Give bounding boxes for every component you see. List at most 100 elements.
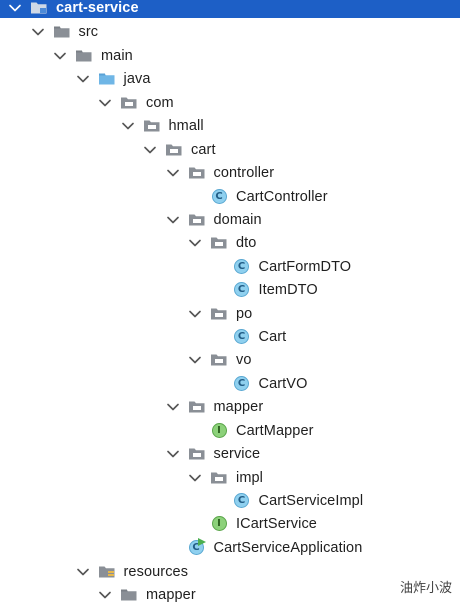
folder-icon	[120, 587, 138, 603]
tree-item-dto[interactable]: dto	[188, 231, 256, 254]
tree-item-domain[interactable]: domain	[166, 208, 262, 231]
tree-item-service[interactable]: service	[166, 442, 261, 465]
chevron-down-icon[interactable]	[166, 447, 180, 461]
tree-item-label: mapper	[213, 398, 264, 415]
tree-item-icartservice[interactable]: I ICartService	[188, 512, 317, 535]
module-folder-icon	[30, 0, 48, 16]
tree-item-label: mapper	[146, 586, 196, 603]
tree-item-hmall[interactable]: hmall	[121, 114, 204, 137]
tree-spacer	[211, 494, 225, 508]
chevron-down-icon[interactable]	[188, 353, 202, 367]
tree-spacer	[188, 424, 202, 438]
tree-item-main[interactable]: main	[53, 44, 133, 67]
tree-item-label: CartServiceApplication	[213, 539, 363, 556]
interface-icon: I	[210, 423, 228, 439]
chevron-down-icon[interactable]	[76, 565, 90, 579]
tree-item-label: main	[101, 47, 133, 64]
tree-item-impl[interactable]: impl	[188, 466, 263, 489]
chevron-down-icon[interactable]	[121, 119, 135, 133]
tree-item-cart[interactable]: C Cart	[211, 325, 287, 348]
spring-app-icon: C	[188, 537, 206, 556]
chevron-down-icon[interactable]	[8, 1, 22, 15]
tree-item-label: CartController	[236, 188, 328, 205]
class-icon: C	[233, 329, 251, 345]
chevron-down-icon[interactable]	[166, 166, 180, 180]
interface-icon: I	[210, 516, 228, 532]
tree-item-cartvo[interactable]: C CartVO	[211, 372, 308, 395]
tree-spacer	[211, 260, 225, 274]
tree-item-label: CartServiceImpl	[258, 492, 364, 509]
tree-item-label: dto	[236, 234, 257, 251]
chevron-down-icon[interactable]	[53, 49, 67, 63]
tree-item-label: hmall	[168, 117, 204, 134]
chevron-down-icon[interactable]	[188, 307, 202, 321]
tree-item-src[interactable]: src	[31, 20, 99, 43]
tree-spacer	[166, 541, 180, 555]
package-icon	[188, 212, 206, 228]
package-icon	[188, 165, 206, 181]
tree-item-cart[interactable]: cart	[143, 138, 216, 161]
tree-item-label: service	[213, 445, 261, 462]
tree-item-label: cart	[191, 141, 216, 158]
watermark: 油炸小波	[399, 580, 452, 595]
package-icon	[210, 235, 228, 251]
tree-item-cartserviceimpl[interactable]: C CartServiceImpl	[211, 489, 364, 512]
tree-item-label: src	[78, 23, 99, 40]
folder-icon	[75, 48, 93, 64]
package-icon	[210, 306, 228, 322]
tree-item-cartmapper[interactable]: I CartMapper	[188, 419, 314, 442]
package-icon	[188, 446, 206, 462]
selected-row-highlight	[0, 0, 460, 18]
package-icon	[165, 142, 183, 158]
chevron-down-icon[interactable]	[31, 25, 45, 39]
tree-item-controller[interactable]: controller	[166, 161, 275, 184]
tree-item-label: domain	[213, 211, 262, 228]
tree-spacer	[188, 190, 202, 204]
tree-spacer	[211, 330, 225, 344]
chevron-down-icon[interactable]	[166, 400, 180, 414]
tree-item-label: cart-service	[56, 0, 139, 16]
tree-item-label: controller	[213, 164, 275, 181]
tree-spacer	[188, 517, 202, 531]
tree-item-cartserviceapplication[interactable]: C CartServiceApplication	[166, 536, 363, 559]
tree-item-label: Cart	[258, 328, 287, 345]
tree-item-label: CartFormDTO	[258, 258, 352, 275]
tree-item-mapper[interactable]: mapper	[166, 395, 264, 418]
resources-folder-icon	[98, 564, 116, 580]
package-icon	[210, 352, 228, 368]
tree-item-label: ItemDTO	[258, 281, 318, 298]
package-icon	[120, 95, 138, 111]
tree-item-label: java	[123, 70, 151, 87]
package-icon	[210, 470, 228, 486]
tree-item-vo[interactable]: vo	[188, 348, 252, 371]
package-icon	[188, 399, 206, 415]
tree-item-label: CartVO	[258, 375, 308, 392]
tree-item-cart-service[interactable]: cart-service	[8, 0, 139, 19]
chevron-down-icon[interactable]	[98, 588, 112, 602]
chevron-down-icon[interactable]	[98, 96, 112, 110]
class-icon: C	[233, 493, 251, 509]
tree-item-resources[interactable]: resources	[76, 560, 189, 583]
class-icon: C	[233, 282, 251, 298]
tree-item-label: CartMapper	[236, 422, 314, 439]
tree-item-mapper[interactable]: mapper	[98, 583, 196, 606]
tree-item-java[interactable]: java	[76, 67, 151, 90]
chevron-down-icon[interactable]	[76, 72, 90, 86]
tree-item-po[interactable]: po	[188, 302, 252, 325]
class-icon: C	[233, 259, 251, 275]
class-icon: C	[233, 376, 251, 392]
tree-item-cartformdto[interactable]: C CartFormDTO	[211, 255, 352, 278]
chevron-down-icon[interactable]	[188, 471, 202, 485]
tree-item-com[interactable]: com	[98, 91, 174, 114]
package-icon	[143, 118, 161, 134]
tree-item-label: ICartService	[236, 515, 317, 532]
tree-item-label: com	[146, 94, 174, 111]
chevron-down-icon[interactable]	[166, 213, 180, 227]
chevron-down-icon[interactable]	[143, 143, 157, 157]
tree-item-itemdto[interactable]: C ItemDTO	[211, 278, 318, 301]
tree-item-label: impl	[236, 469, 263, 486]
tree-spacer	[211, 377, 225, 391]
tree-item-label: vo	[236, 351, 252, 368]
chevron-down-icon[interactable]	[188, 236, 202, 250]
